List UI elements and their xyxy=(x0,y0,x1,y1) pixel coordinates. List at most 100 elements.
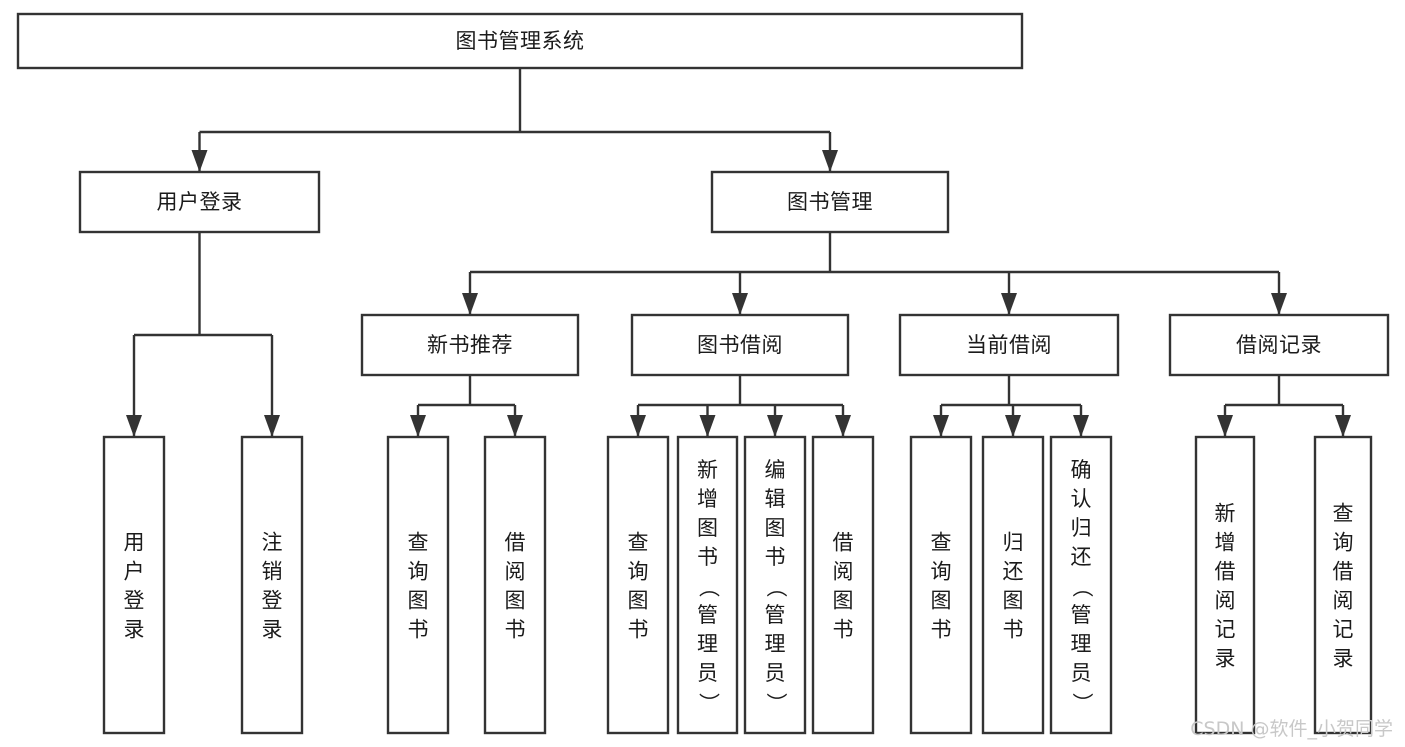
svg-text:理: 理 xyxy=(1071,632,1092,656)
svg-text:归: 归 xyxy=(1003,531,1024,555)
svg-text:）: ） xyxy=(697,693,721,714)
svg-text:记: 记 xyxy=(1333,618,1354,642)
svg-text:图: 图 xyxy=(505,589,526,613)
node-leaf-user-login[interactable] xyxy=(102,435,166,735)
svg-text:阅: 阅 xyxy=(833,560,854,584)
node-leaf-logout[interactable] xyxy=(240,435,304,735)
node-leaf-edit-book[interactable] xyxy=(743,435,807,735)
svg-text:查: 查 xyxy=(408,531,429,555)
svg-text:登: 登 xyxy=(262,589,283,613)
svg-text:录: 录 xyxy=(1215,647,1236,671)
node-l3-new-book-rec[interactable] xyxy=(360,313,580,377)
node-label-l3-current-borrow: 当前借阅 xyxy=(966,333,1052,357)
svg-text:图: 图 xyxy=(408,589,429,613)
svg-text:借: 借 xyxy=(1215,560,1236,584)
svg-text:借: 借 xyxy=(505,531,526,555)
svg-text:查: 查 xyxy=(1333,502,1354,526)
svg-text:户: 户 xyxy=(124,560,145,584)
svg-text:录: 录 xyxy=(124,618,145,642)
node-leaf-add-book[interactable] xyxy=(676,435,739,735)
svg-text:查: 查 xyxy=(931,531,952,555)
node-l2-user-login[interactable] xyxy=(78,170,321,234)
svg-text:图: 图 xyxy=(833,589,854,613)
svg-text:图: 图 xyxy=(765,516,786,540)
svg-text:还: 还 xyxy=(1071,545,1092,569)
svg-text:询: 询 xyxy=(628,560,649,584)
svg-text:注: 注 xyxy=(262,531,283,555)
svg-text:归: 归 xyxy=(1071,516,1092,540)
svg-text:借: 借 xyxy=(833,531,854,555)
node-l3-book-borrow[interactable] xyxy=(630,313,850,377)
svg-text:阅: 阅 xyxy=(505,560,526,584)
node-leaf-query-record[interactable] xyxy=(1313,435,1373,735)
svg-text:还: 还 xyxy=(1003,560,1024,584)
svg-text:图: 图 xyxy=(1003,589,1024,613)
svg-text:员: 员 xyxy=(1071,661,1092,685)
svg-text:（: （ xyxy=(697,577,721,598)
svg-text:新: 新 xyxy=(1215,502,1236,526)
svg-text:图: 图 xyxy=(628,589,649,613)
svg-text:询: 询 xyxy=(1333,531,1354,555)
svg-text:）: ） xyxy=(1070,693,1094,714)
svg-text:员: 员 xyxy=(697,661,718,685)
svg-text:书: 书 xyxy=(408,618,429,642)
svg-text:）: ） xyxy=(764,693,788,714)
svg-text:确: 确 xyxy=(1071,458,1092,482)
svg-text:书: 书 xyxy=(1003,618,1024,642)
node-label-l3-book-borrow: 图书借阅 xyxy=(697,333,783,357)
svg-text:编: 编 xyxy=(765,458,786,482)
svg-text:书: 书 xyxy=(505,618,526,642)
node-leaf-borrow-book-b[interactable] xyxy=(811,435,875,735)
svg-text:书: 书 xyxy=(931,618,952,642)
svg-text:录: 录 xyxy=(262,618,283,642)
svg-text:（: （ xyxy=(764,577,788,598)
node-label-root: 图书管理系统 xyxy=(456,29,585,53)
svg-text:登: 登 xyxy=(124,589,145,613)
svg-text:认: 认 xyxy=(1071,487,1092,511)
node-label-l2-book-mgmt: 图书管理 xyxy=(787,190,873,214)
node-leaf-query-book-rec[interactable] xyxy=(386,435,450,735)
node-leaf-query-book-c[interactable] xyxy=(909,435,973,735)
svg-text:新: 新 xyxy=(697,458,718,482)
svg-text:管: 管 xyxy=(1071,603,1092,627)
node-leaf-return-book[interactable] xyxy=(981,435,1045,735)
svg-text:书: 书 xyxy=(765,545,786,569)
svg-text:管: 管 xyxy=(765,603,786,627)
svg-text:员: 员 xyxy=(765,661,786,685)
svg-text:理: 理 xyxy=(765,632,786,656)
svg-text:（: （ xyxy=(1070,577,1094,598)
svg-text:增: 增 xyxy=(1215,531,1236,555)
svg-text:询: 询 xyxy=(408,560,429,584)
svg-text:借: 借 xyxy=(1333,560,1354,584)
svg-text:图: 图 xyxy=(697,516,718,540)
svg-text:理: 理 xyxy=(697,632,718,656)
node-leaf-query-book-b[interactable] xyxy=(606,435,670,735)
svg-text:书: 书 xyxy=(697,545,718,569)
node-label-l2-user-login: 用户登录 xyxy=(157,190,243,214)
node-label-leaf-user-login: 用户登录 xyxy=(124,531,145,642)
node-root[interactable] xyxy=(16,12,1024,70)
node-leaf-add-record[interactable] xyxy=(1194,435,1256,735)
node-leaf-borrow-book-rec[interactable] xyxy=(483,435,547,735)
node-l2-book-mgmt[interactable] xyxy=(710,170,950,234)
svg-text:查: 查 xyxy=(628,531,649,555)
svg-text:用: 用 xyxy=(124,531,145,555)
node-l3-current-borrow[interactable] xyxy=(898,313,1120,377)
svg-text:增: 增 xyxy=(697,487,718,511)
node-leaf-confirm-return[interactable] xyxy=(1049,435,1113,735)
node-label-l3-new-book-rec: 新书推荐 xyxy=(427,333,513,357)
svg-text:辑: 辑 xyxy=(765,487,786,511)
node-l3-borrow-record[interactable] xyxy=(1168,313,1390,377)
node-label-l3-borrow-record: 借阅记录 xyxy=(1236,333,1322,357)
